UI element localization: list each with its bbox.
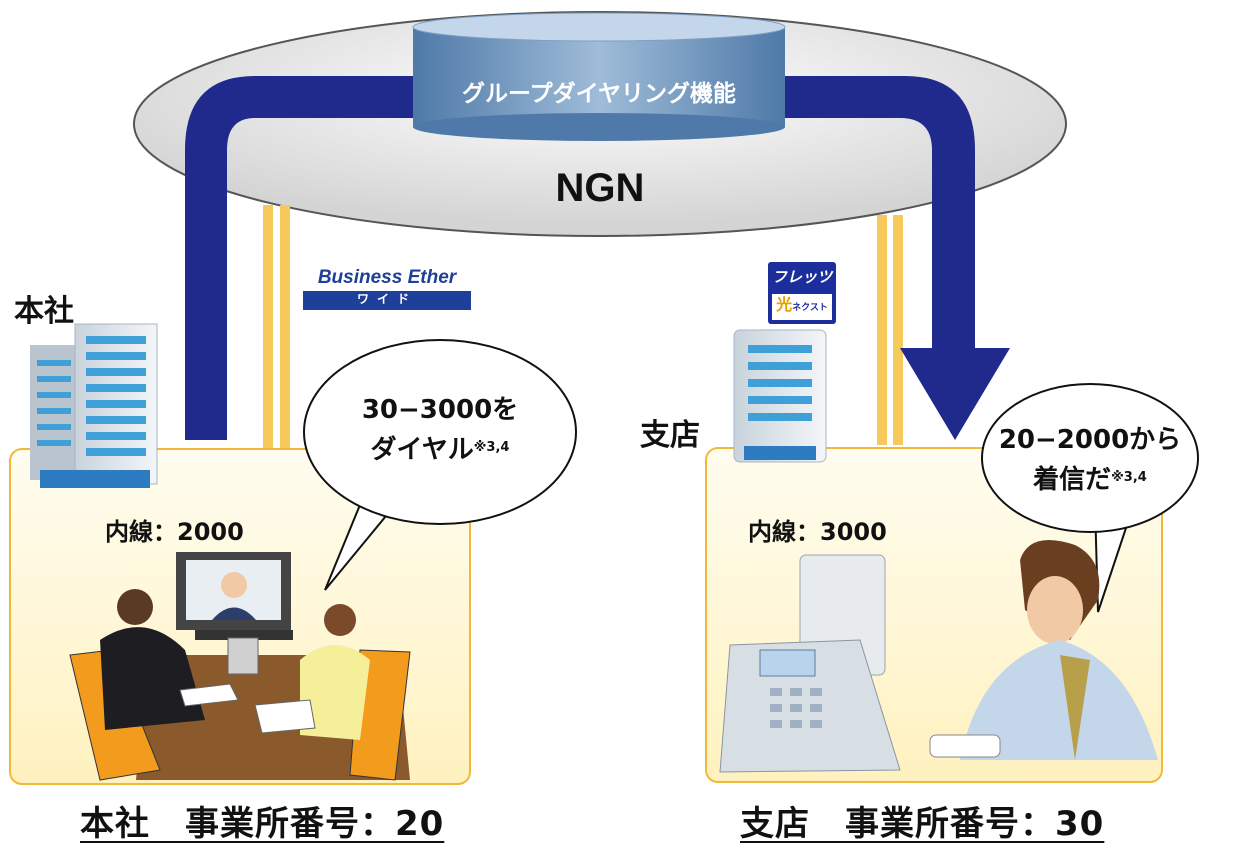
- operator-illustration: [719, 540, 1158, 773]
- group-dialing-cylinder: [412, 12, 786, 141]
- business-ether-logo-line1: Business Ether: [317, 267, 457, 288]
- head-office-bubble-text: 30−3000を ダイヤル※3,4: [330, 390, 550, 470]
- branch-bubble-text: 20−2000から 着信だ※3,4: [985, 420, 1195, 500]
- flets-logo-line3: ネクスト: [792, 303, 828, 313]
- flets-logo-line2: 光: [776, 295, 793, 314]
- head-office-building: [30, 323, 158, 488]
- head-office-speech-bubble: [303, 339, 577, 591]
- branch-speech-bubble: [981, 383, 1199, 613]
- meeting-illustration: [69, 552, 411, 781]
- flets-logo-text: フレッツ 光ネクスト: [768, 262, 836, 321]
- ngn-label: NGN: [555, 166, 645, 210]
- access-line-left: [263, 205, 290, 455]
- head-office-bubble-note: ※3,4: [473, 440, 510, 455]
- business-ether-logo-line2: ワイド: [356, 292, 417, 306]
- head-office-number-label: 本社 事業所番号：20: [80, 804, 445, 844]
- call-route-arrow: [185, 76, 1010, 440]
- head-office-extension-label: 内線：2000: [105, 518, 244, 546]
- branch-number-label: 支店 事業所番号：30: [740, 804, 1105, 844]
- group-dialing-function-label: グループダイヤリング機能: [462, 81, 736, 107]
- branch-bubble-line1: 20−2000から: [998, 425, 1182, 455]
- branch-site-label: 支店: [640, 418, 700, 453]
- business-ether-logo: [303, 266, 471, 310]
- head-office-bubble-line2: ダイヤル: [370, 435, 474, 465]
- access-line-right: [877, 215, 903, 445]
- branch-extension-label: 内線：3000: [748, 518, 887, 546]
- head-office-site-label: 本社: [14, 294, 74, 329]
- branch-bubble-line2: 着信だ: [1033, 465, 1112, 495]
- flets-logo: [768, 262, 836, 324]
- business-ether-logo-text: Business Ether ワイド: [303, 266, 471, 309]
- branch-bubble-note: ※3,4: [1111, 470, 1147, 485]
- head-office-bubble-line1: 30−3000を: [361, 395, 519, 425]
- branch-building: [733, 329, 827, 463]
- flets-logo-line1: フレッツ: [771, 268, 832, 286]
